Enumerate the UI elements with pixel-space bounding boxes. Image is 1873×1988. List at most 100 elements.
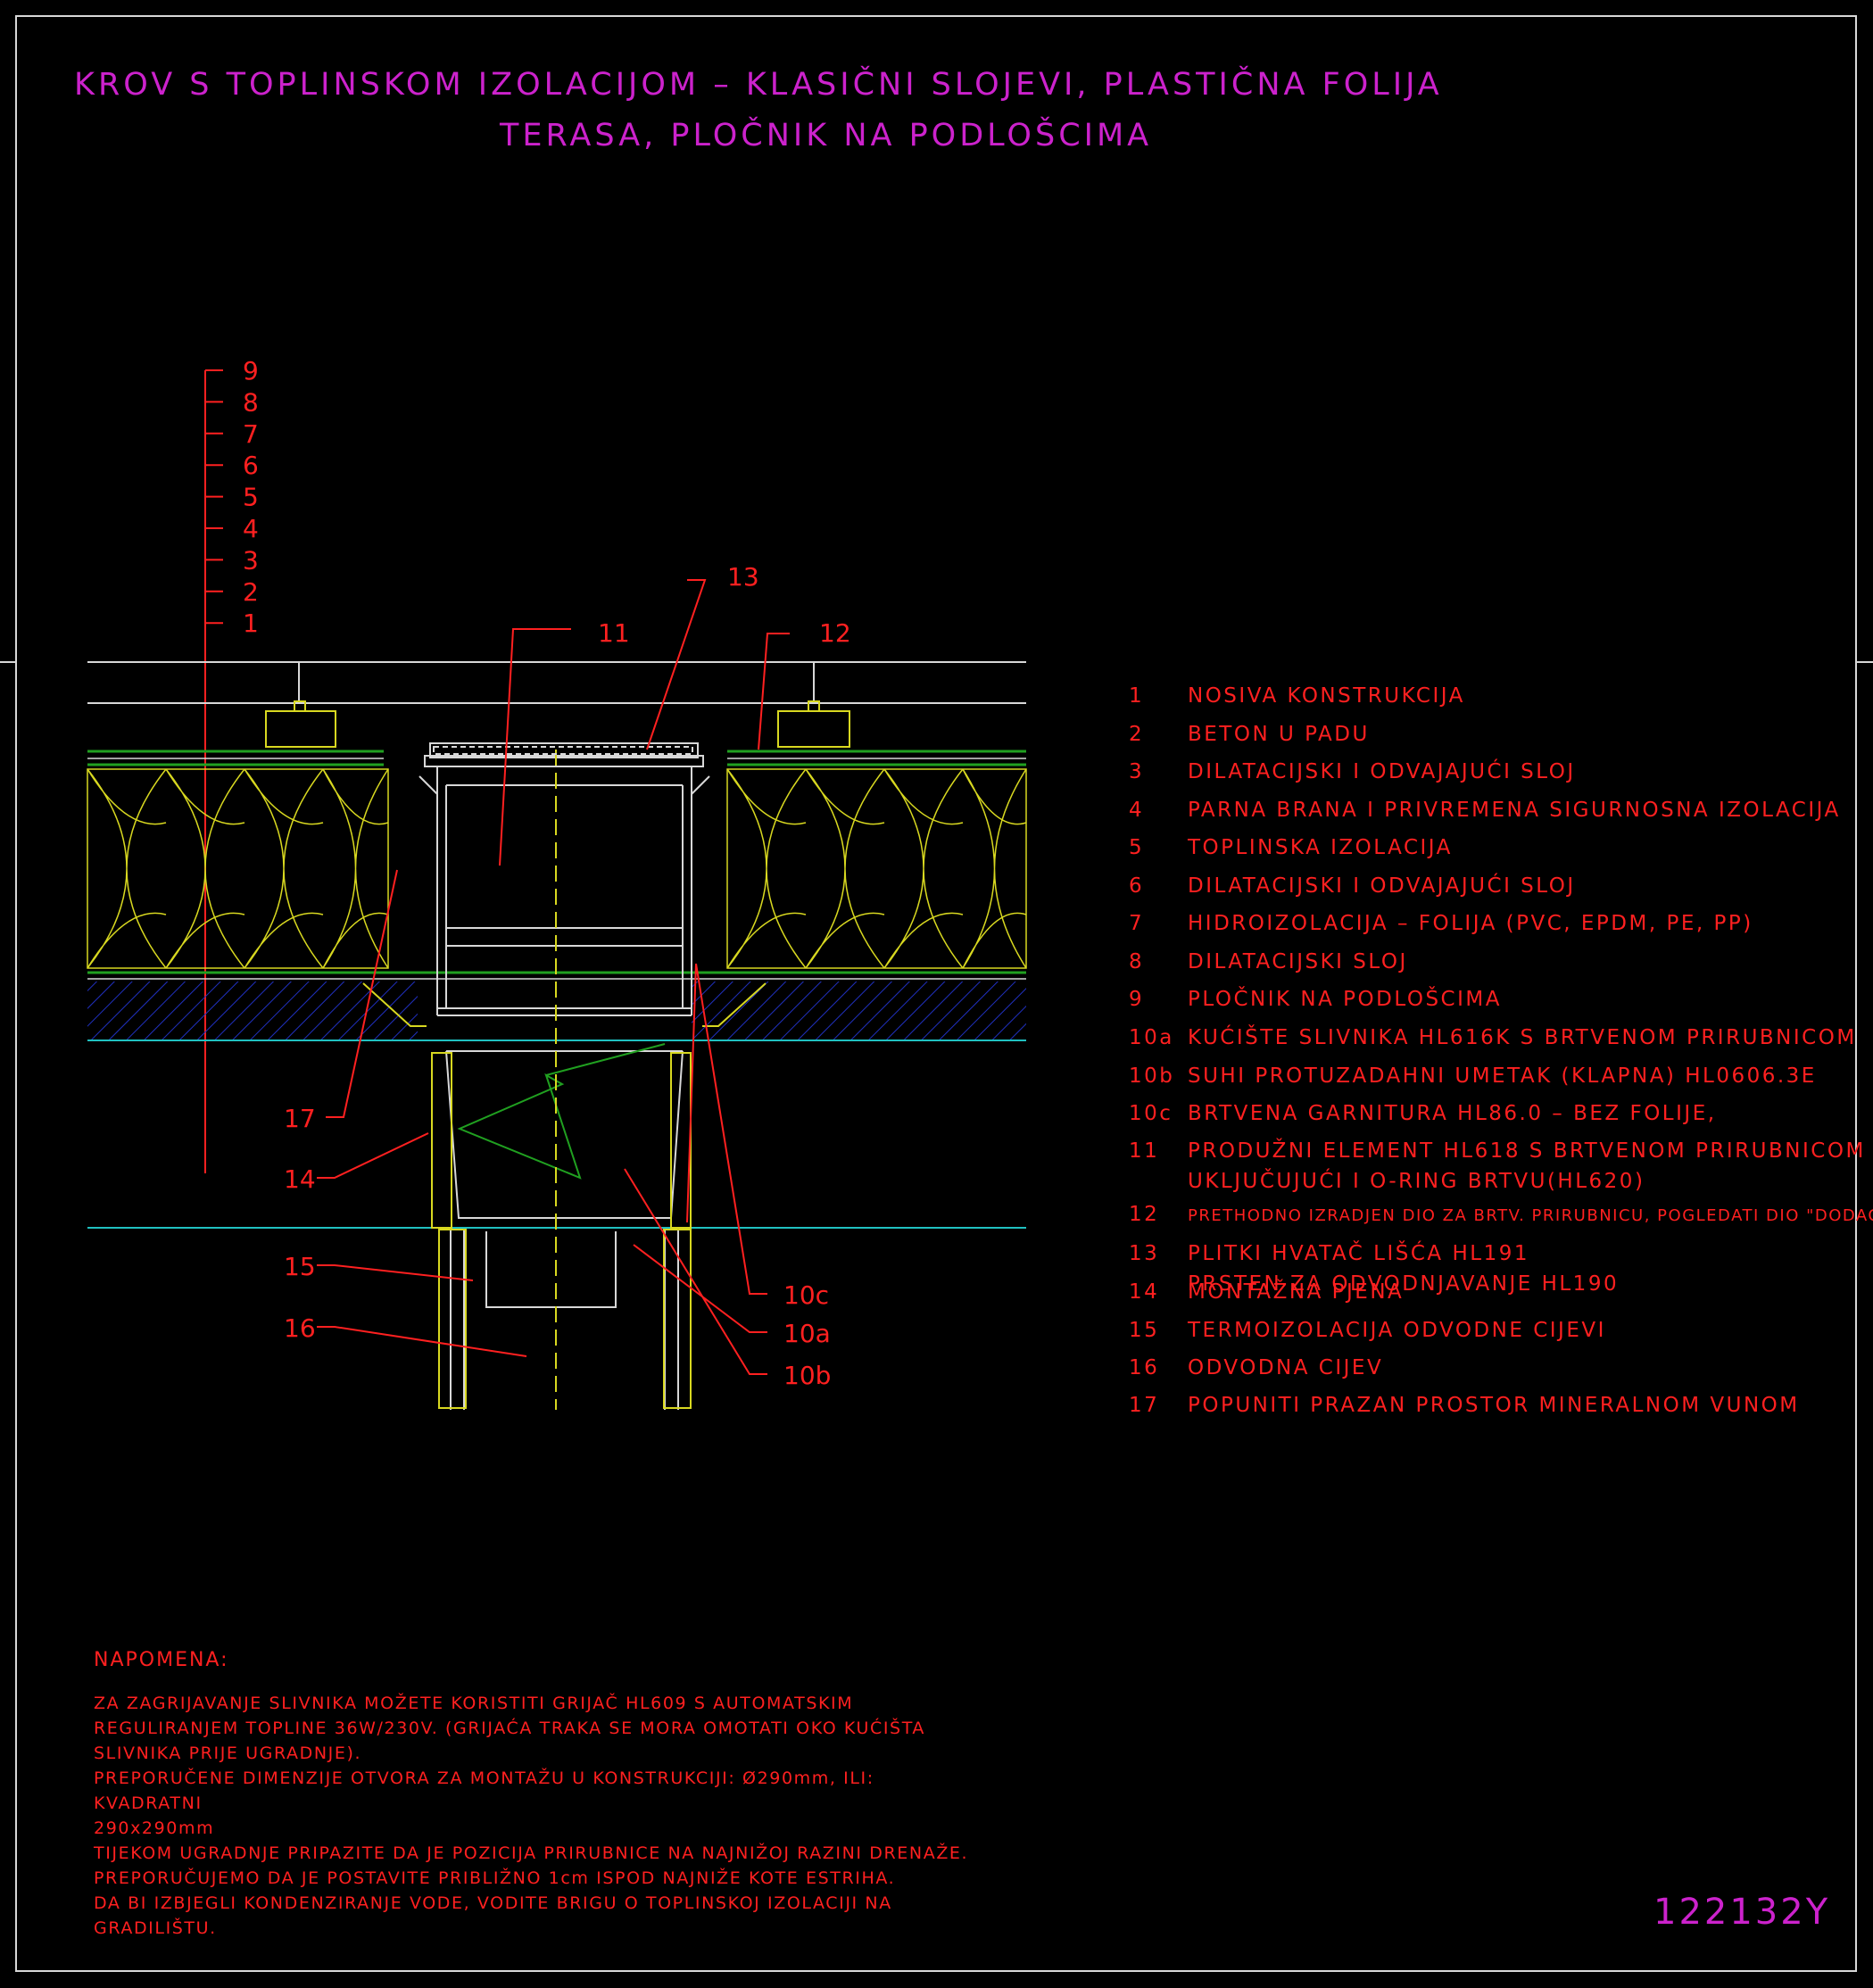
callout-14: 14 <box>284 1164 316 1194</box>
callout-11: 11 <box>598 618 630 648</box>
callout-10b: 10b <box>783 1361 831 1390</box>
scale-label: 2 <box>243 577 259 607</box>
insulation-board <box>726 768 1027 969</box>
legend-text-continued: UKLJUČUJUĆI I O-RING BRTVU(HL620) <box>1188 1170 1645 1193</box>
legend-number: 15 <box>1129 1319 1160 1342</box>
insulation-fill <box>322 768 389 969</box>
drawing-code: 122132Y <box>1653 1892 1831 1933</box>
legend-number: 3 <box>1129 760 1145 783</box>
legend-number: 12 <box>1129 1203 1160 1226</box>
legend-text: PARNA BRANA I PRIVREMENA SIGURNOSNA IZOL… <box>1188 799 1841 822</box>
scale-label: 8 <box>243 387 259 417</box>
legend-text: DILATACIJSKI I ODVAJAJUĆI SLOJ <box>1188 760 1576 783</box>
scale-label: 3 <box>243 545 259 575</box>
legend-number: 17 <box>1129 1394 1160 1417</box>
membrane-layers <box>87 750 1026 766</box>
legend-number: 11 <box>1129 1139 1160 1163</box>
legend-row: 11 PRODUŽNI ELEMENT HL618 S BRTVENOM PRIR… <box>1129 1139 1866 1193</box>
scale-label: 9 <box>243 356 259 385</box>
note-line: REGULIRANJEM TOPLINE 36W/230V. (GRIJAĆA … <box>94 1719 926 1738</box>
callout-17: 17 <box>284 1104 316 1133</box>
legend-text: KUĆIŠTE SLIVNIKA HL616K S BRTVENOM PRIRU… <box>1188 1026 1857 1049</box>
legend-number: 6 <box>1129 874 1145 898</box>
legend-row: 7 HIDROIZOLACIJA – FOLIJA (PVC, EPDM, PE,… <box>1129 912 1753 935</box>
callout-12: 12 <box>819 618 851 648</box>
scale-label: 5 <box>243 483 259 512</box>
legend-text: TOPLINSKA IZOLACIJA <box>1188 836 1453 859</box>
legend-text: BRTVENA GARNITURA HL86.0 – BEZ FOLIJE, <box>1188 1102 1717 1125</box>
legend-number: 13 <box>1129 1242 1160 1265</box>
legend-text: PRODUŽNI ELEMENT HL618 S BRTVENOM PRIRUB… <box>1188 1139 1866 1163</box>
callout-leaders <box>317 579 790 1375</box>
legend-number: 2 <box>1129 723 1145 746</box>
legend-row: 6 DILATACIJSKI I ODVAJAJUĆI SLOJ <box>1129 874 1576 898</box>
legend-row: 2 BETON U PADU <box>1129 723 1370 746</box>
legend-text: HIDROIZOLACIJA – FOLIJA (PVC, EPDM, PE, … <box>1188 912 1753 935</box>
paving-pedestals <box>265 700 850 748</box>
legend-row: 10b SUHI PROTUZADAHNI UMETAK (KLAPNA) HL0… <box>1129 1064 1817 1088</box>
insulation-fill <box>883 768 964 969</box>
drawing-title: KROV S TOPLINSKOM IZOLACIJOM – KLASIČNI … <box>74 67 1443 103</box>
legend-row: 3 DILATACIJSKI I ODVAJAJUĆI SLOJ <box>1129 760 1576 783</box>
callout-10c: 10c <box>783 1280 829 1310</box>
legend-number: 5 <box>1129 836 1145 859</box>
legend-number: 8 <box>1129 950 1145 973</box>
legend-text: NOSIVA KONSTRUKCIJA <box>1188 684 1465 708</box>
legend-text: POPUNITI PRAZAN PROSTOR MINERALNOM VUNOM <box>1188 1394 1800 1417</box>
thermal-insulation <box>87 768 1027 969</box>
note-line: DA BI IZBJEGLI KONDENZIRANJE VODE, VODIT… <box>94 1893 892 1913</box>
insulation-fill <box>962 768 1027 969</box>
legend-number: 10b <box>1129 1064 1175 1088</box>
paving-slabs <box>87 661 1026 704</box>
note-line: PREPORUČENE DIMENZIJE OTVORA ZA MONTAŽU … <box>94 1768 874 1813</box>
legend-row: 4 PARNA BRANA I PRIVREMENA SIGURNOSNA IZO… <box>1129 799 1841 822</box>
insulation-fill <box>244 768 324 969</box>
scale-label: 6 <box>243 451 259 480</box>
legend-text: PLITKI HVATAČ LIŠĆA HL191 <box>1188 1242 1529 1265</box>
legend-text: ODVODNA CIJEV <box>1188 1356 1384 1379</box>
note-line: 290x290mm <box>94 1818 215 1838</box>
legend-text: BETON U PADU <box>1188 723 1370 746</box>
legend-number: 7 <box>1129 912 1145 935</box>
legend-text: TERMOIZOLACIJA ODVODNE CIJEVI <box>1188 1319 1606 1342</box>
legend-text: DILATACIJSKI I ODVAJAJUĆI SLOJ <box>1188 874 1576 898</box>
scale-label: 4 <box>243 514 259 543</box>
drain-body <box>419 742 710 1410</box>
callout-10a: 10a <box>783 1319 831 1348</box>
note-block: NAPOMENA: ZA ZAGRIJAVANJE SLIVNIKA MOŽET… <box>94 1649 986 1941</box>
legend-text: SUHI PROTUZADAHNI UMETAK (KLAPNA) HL0606… <box>1188 1064 1817 1088</box>
insulation-fill <box>726 768 807 969</box>
callout-16: 16 <box>284 1313 316 1343</box>
legend-text: PLOČNIK NA PODLOŠCIMA <box>1188 988 1502 1011</box>
legend-row: 5 TOPLINSKA IZOLACIJA <box>1129 836 1453 859</box>
legend-row: 15 TERMOIZOLACIJA ODVODNE CIJEVI <box>1129 1319 1606 1342</box>
legend-row: 10c BRTVENA GARNITURA HL86.0 – BEZ FOLIJE… <box>1129 1102 1717 1125</box>
drawing-subtitle: TERASA, PLOČNIK NA PODLOŠCIMA <box>500 118 1153 153</box>
scale-label: 7 <box>243 419 259 449</box>
drawing-frame <box>15 15 1857 1972</box>
frame-tick-left <box>0 661 15 663</box>
legend-row: 10a KUĆIŠTE SLIVNIKA HL616K S BRTVENOM PR… <box>1129 1026 1857 1049</box>
insulation-board <box>87 768 389 969</box>
legend-number: 4 <box>1129 799 1145 822</box>
note-line: PREPORUČUJEMO DA JE POSTAVITE PRIBLIŽNO … <box>94 1868 896 1888</box>
legend-number: 10c <box>1129 1102 1173 1125</box>
legend-text-continued: PRSTEN ZA ODVODNJAVANJE HL190 <box>1188 1272 1620 1296</box>
note-line: ZA ZAGRIJAVANJE SLIVNIKA MOŽETE KORISTIT… <box>94 1694 854 1713</box>
note-heading: NAPOMENA: <box>94 1649 229 1671</box>
callout-13: 13 <box>727 562 759 592</box>
legend-number: 14 <box>1129 1280 1160 1304</box>
legend-number: 10a <box>1129 1026 1174 1049</box>
note-lines: ZA ZAGRIJAVANJE SLIVNIKA MOŽETE KORISTIT… <box>94 1691 986 1941</box>
frame-tick-right <box>1857 661 1873 663</box>
note-line: GRADILIŠTU. <box>94 1918 217 1938</box>
legend-number: 16 <box>1129 1356 1160 1379</box>
pipe-insulation <box>362 982 767 1409</box>
legend-row: 16 ODVODNA CIJEV <box>1129 1356 1383 1379</box>
callout-15: 15 <box>284 1252 316 1281</box>
